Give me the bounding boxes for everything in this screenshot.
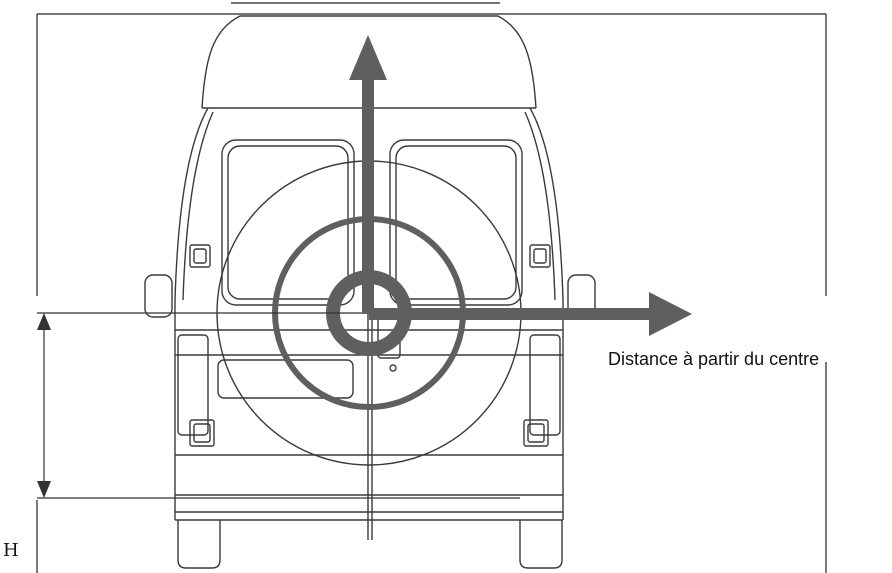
- height-dimension: [37, 312, 520, 499]
- height-label: H: [3, 540, 19, 561]
- vertical-axis-arrow: [349, 35, 387, 314]
- frame: [36, 2, 827, 573]
- distance-arrow: [369, 292, 692, 336]
- distance-from-center-label: Distance à partir du centre: [608, 349, 820, 369]
